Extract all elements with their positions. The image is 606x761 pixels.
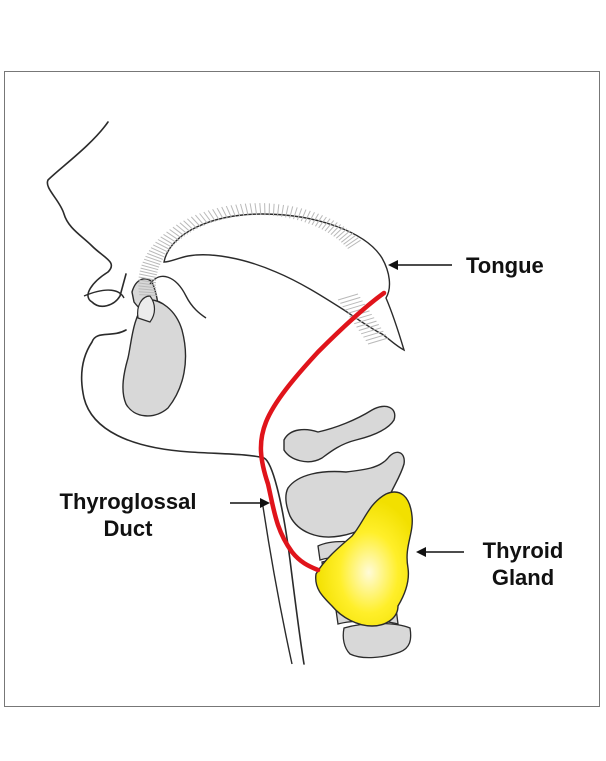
tongue-fiber <box>167 232 180 241</box>
duct-label-line-1: Thyroglossal <box>32 488 224 515</box>
thyroid-label-line-2: Gland <box>468 564 578 591</box>
tongue-fiber <box>180 223 191 233</box>
tongue-fiber <box>245 204 248 216</box>
thyroid-gland-label: Thyroid Gland <box>468 537 578 591</box>
tongue-fiber <box>153 245 168 252</box>
tongue-fiber <box>161 237 175 245</box>
tongue-fiber <box>146 256 162 262</box>
thyroid-arrow-head <box>416 547 426 557</box>
tongue-fiber <box>176 225 187 234</box>
tongue-fiber <box>173 227 185 236</box>
tongue-fiber <box>147 253 163 259</box>
tongue-fiber <box>170 230 182 239</box>
tongue-fiber <box>231 205 236 217</box>
tongue-fiber <box>255 203 257 215</box>
tongue-fiber <box>191 217 201 227</box>
tongue-body <box>164 214 404 350</box>
tongue-fiber <box>250 203 252 215</box>
tongue-fiber <box>195 215 204 226</box>
thyroid-label-line-1: Thyroid <box>468 537 578 564</box>
tongue-fiber <box>222 207 228 218</box>
lip-outline <box>84 290 124 298</box>
mandible <box>123 300 186 416</box>
duct-label-line-2: Duct <box>32 515 224 542</box>
tongue-fiber <box>236 205 240 217</box>
tongue-fiber <box>260 203 261 215</box>
tongue-fiber <box>149 251 164 257</box>
tongue-fiber <box>273 204 274 216</box>
tongue-label-text: Tongue <box>466 252 544 279</box>
thyroglossal-duct-label: Thyroglossal Duct <box>32 488 224 542</box>
tongue-fiber <box>226 206 231 218</box>
tongue-fiber <box>184 221 194 231</box>
tongue-label: Tongue <box>466 252 544 279</box>
tongue-fiber <box>164 234 177 242</box>
tongue-arrow-head <box>388 260 398 270</box>
tongue-fiber <box>156 242 170 249</box>
tongue-fiber <box>200 214 208 225</box>
tongue-fiber <box>151 248 166 255</box>
tongue-fiber <box>187 219 197 229</box>
duct-arrow-head <box>260 498 270 508</box>
hyoid-bone <box>284 406 395 461</box>
tongue-fiber <box>158 240 172 248</box>
tongue-fiber <box>241 204 244 216</box>
